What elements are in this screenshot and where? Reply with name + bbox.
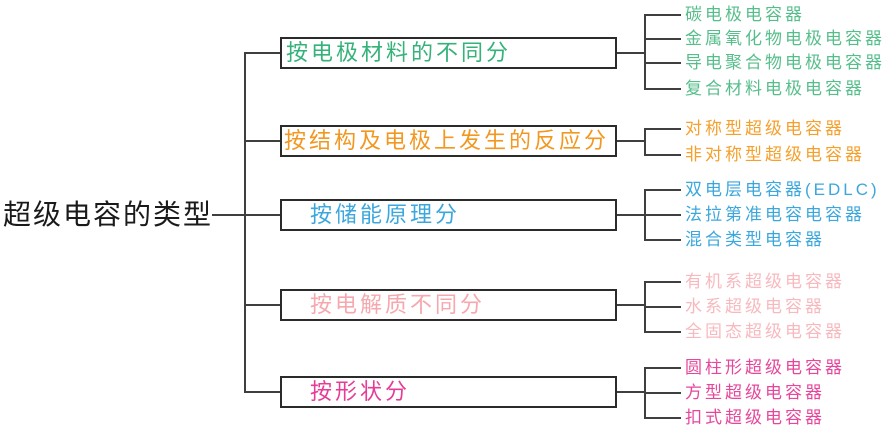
leaf-stub-line [646, 392, 681, 394]
leaf-label: 对称型超级电容器 [685, 119, 845, 138]
box-leaf-connector-line [617, 52, 644, 54]
category-box: 按结构及电极上发生的反应分 [280, 125, 617, 157]
leaf-label: 复合材料电极电容器 [685, 79, 865, 98]
leaf-label: 碳电极电容器 [685, 5, 805, 24]
category-box: 按电解质不同分 [280, 289, 617, 321]
leaf-stub-line [646, 214, 681, 216]
leaf-stub-line [646, 88, 681, 90]
leaf-stub-line [646, 331, 681, 333]
leaf-stub-line [646, 281, 681, 283]
leaf-stub-line [646, 62, 681, 64]
leaf-stub-line [646, 239, 681, 241]
leaf-stub-line [646, 154, 681, 156]
category-box: 按储能原理分 [280, 199, 617, 231]
category-box-label: 按电极材料的不同分 [286, 40, 512, 65]
root-connector-line [212, 214, 244, 216]
leaf-stub-line [646, 367, 681, 369]
leaf-label: 导电聚合物电极电容器 [685, 53, 885, 72]
leaf-tree-line [644, 281, 646, 333]
leaf-tree-line [644, 128, 646, 156]
box-leaf-connector-line [617, 214, 644, 216]
leaf-tree-line [644, 189, 646, 241]
leaf-label: 方型超级电容器 [685, 383, 825, 402]
branch-stub-line [246, 52, 280, 54]
category-box-label: 按电解质不同分 [310, 292, 486, 317]
leaf-label: 全固态超级电容器 [685, 322, 845, 341]
leaf-label: 圆柱形超级电容器 [685, 358, 845, 377]
leaf-tree-line [644, 14, 646, 90]
leaf-label: 法拉第准电容电容器 [685, 205, 865, 224]
leaf-label: 有机系超级电容器 [685, 272, 845, 291]
branch-stub-line [246, 304, 280, 306]
leaf-label: 双电层电容器(EDLC) [685, 180, 880, 199]
leaf-label: 水系超级电容器 [685, 297, 825, 316]
branch-stub-line [246, 391, 280, 393]
leaf-stub-line [646, 38, 681, 40]
leaf-stub-line [646, 128, 681, 130]
branch-stub-line [246, 140, 280, 142]
branch-stub-line [246, 214, 280, 216]
leaf-stub-line [646, 189, 681, 191]
leaf-stub-line [646, 14, 681, 16]
leaf-label: 混合类型电容器 [685, 230, 825, 249]
category-box-label: 按储能原理分 [310, 202, 461, 227]
category-box-label: 按形状分 [310, 379, 411, 404]
leaf-label: 非对称型超级电容器 [685, 145, 865, 164]
leaf-stub-line [646, 306, 681, 308]
box-leaf-connector-line [617, 304, 644, 306]
trunk-line [244, 52, 246, 393]
leaf-label: 扣式超级电容器 [685, 408, 825, 427]
category-box: 按形状分 [280, 376, 617, 408]
category-box-label: 按结构及电极上发生的反应分 [284, 128, 610, 153]
category-box: 按电极材料的不同分 [280, 37, 617, 69]
leaf-stub-line [646, 417, 681, 419]
root-label: 超级电容的类型 [3, 199, 214, 230]
box-leaf-connector-line [617, 391, 644, 393]
leaf-tree-line [644, 367, 646, 419]
leaf-label: 金属氧化物电极电容器 [685, 29, 885, 48]
box-leaf-connector-line [617, 140, 644, 142]
